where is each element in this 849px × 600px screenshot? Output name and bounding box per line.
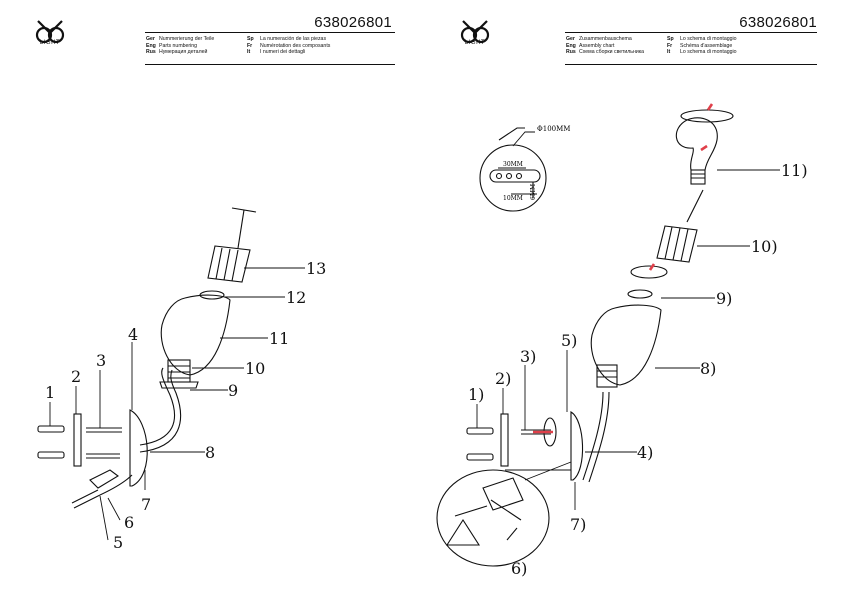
wiring-detail-circle — [436, 469, 550, 567]
part-label: 13 — [306, 259, 326, 278]
fixing-ring-part — [199, 290, 225, 300]
part-label: 3) — [520, 347, 536, 366]
part-label: 2 — [71, 367, 81, 386]
part-label: 10 — [245, 359, 265, 378]
wall-plug-part — [37, 425, 65, 459]
part-label: 4) — [637, 443, 653, 462]
product-code: 638026801 — [314, 14, 392, 31]
part-label: 2) — [495, 369, 511, 388]
part-label: 7 — [141, 495, 151, 514]
part-label: 1) — [468, 385, 484, 404]
part-label: 11) — [781, 161, 808, 180]
leader-lines — [476, 131, 780, 510]
product-code: 638026801 — [739, 14, 817, 31]
part-label: 7) — [570, 515, 586, 534]
part-label: 4 — [128, 325, 138, 344]
wall-plug-part — [466, 427, 494, 461]
arm-part — [139, 367, 176, 446]
part-label: 6) — [511, 559, 527, 578]
part-label: 5 — [113, 533, 123, 552]
brand-logo-icon — [35, 20, 65, 44]
part-label: 8) — [700, 359, 716, 378]
glass-shade-part — [160, 294, 231, 376]
part-label: 1 — [45, 383, 55, 402]
part-label: 10) — [751, 237, 778, 256]
rotation-ring-icon — [630, 265, 668, 279]
arm-part — [582, 391, 604, 481]
mounting-plate-part — [500, 413, 509, 467]
fixing-ring-part — [627, 289, 653, 299]
dimension-diameter: Φ100MM — [537, 125, 570, 133]
header-rule-bottom — [145, 64, 395, 65]
logo-text: LIGHT — [39, 40, 61, 46]
assembly-drawing: Φ100MM 30MM 10MM 6MM 1) 2) 3) 4) 5) 6) 7… — [436, 103, 808, 578]
bulb-part — [675, 109, 734, 185]
brand-logo-icon — [460, 20, 490, 44]
part-label: 9) — [716, 289, 732, 308]
plate-detail-circle — [479, 127, 547, 212]
canopy-part — [570, 411, 584, 481]
part-label: 3 — [96, 351, 106, 370]
dimension-6: 6MM — [530, 184, 537, 200]
dimension-10: 10MM — [503, 195, 523, 202]
header-rule — [145, 32, 395, 33]
exploded-parts-drawing: 1 2 3 4 5 6 7 8 9 10 11 12 13 — [37, 207, 326, 552]
canopy-part — [129, 409, 148, 487]
screw-part — [521, 429, 551, 435]
bulb-part — [207, 207, 257, 283]
screw-part — [86, 427, 122, 459]
glass-shade-part — [590, 304, 662, 386]
part-label: 6 — [124, 513, 134, 532]
dimension-30: 30MM — [503, 161, 523, 168]
mounting-plate-part — [73, 413, 82, 467]
part-label: 11 — [269, 329, 289, 348]
part-label: 12 — [286, 288, 306, 307]
header-rule — [565, 32, 817, 33]
header-rule-bottom — [565, 64, 817, 65]
leader-lines — [49, 267, 305, 541]
part-label: 9 — [228, 381, 238, 400]
rotation-arrows — [533, 103, 714, 434]
part-label: 8 — [205, 443, 215, 462]
part-label: 5) — [561, 331, 577, 350]
shade-holder-part — [656, 189, 704, 263]
terminal-block-part — [71, 469, 133, 509]
logo-text: LIGHT — [464, 40, 486, 46]
